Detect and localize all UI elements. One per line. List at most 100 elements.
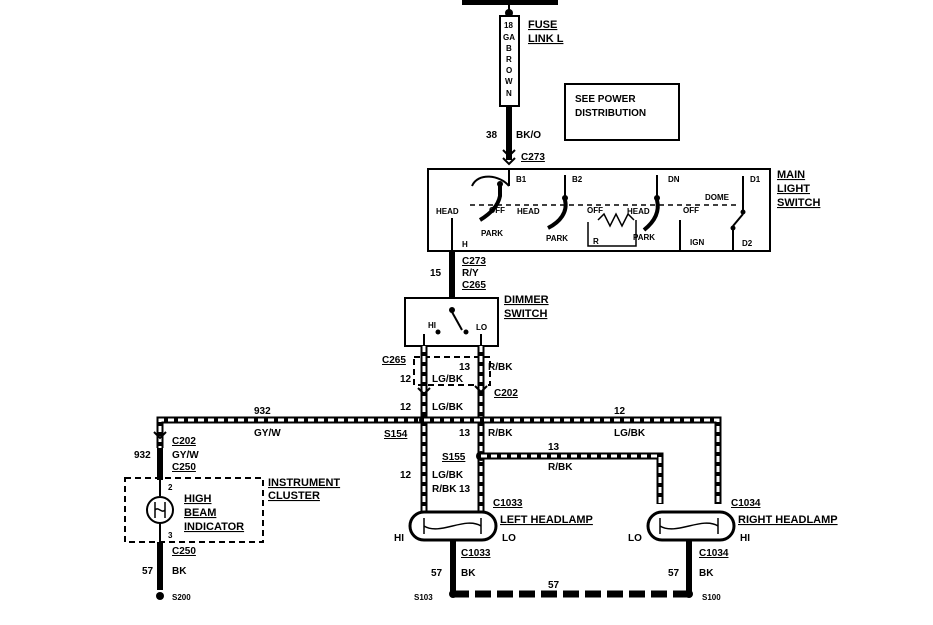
indicator-wire-color: GY/W [172,450,199,461]
c265-connector-box [413,356,491,386]
term-dn: DN [668,175,680,184]
right-hi: HI [740,533,750,544]
main-switch-title-3: SWITCH [777,197,820,209]
dimmer-hi: HI [428,321,436,330]
rbk-b: R/BK [488,428,513,439]
indicator-label-2: BEAM [184,507,216,519]
rbk-c: R/BK [432,484,457,495]
instrument-cluster-box [124,477,264,543]
w13-c: 13 [459,484,471,495]
term-d2: D2 [742,239,753,248]
indicator-wire-num: 932 [134,450,151,461]
dimmer-hi-contact [435,329,441,335]
wire-13-right-in [481,454,662,504]
fuse-letter-n: N [506,89,512,98]
b2-resistor [597,212,635,228]
w13-right-color: R/BK [548,462,573,473]
right-headlamp-filament [659,518,719,534]
dome-blade [732,213,744,227]
indicator-label-1: HIGH [184,493,212,505]
c202-left-connector [153,431,167,440]
c273-top-label: C273 [521,152,545,163]
s100-label: S100 [702,593,721,602]
left-headlamp-title: LEFT HEADLAMP [500,514,593,526]
w13-right-num: 13 [548,442,560,453]
b2-park: PARK [546,234,568,243]
c250-top-label: C250 [172,462,196,473]
term-r: R [593,237,599,246]
dn-blade [642,199,660,232]
right-ground-num: 57 [668,568,680,579]
w12-right-num: 12 [614,406,626,417]
s154-label: S154 [384,429,408,440]
dn-park: PARK [633,233,655,242]
c250-bottom-label: C250 [172,546,196,557]
fuse-title-2: LINK L [528,33,564,45]
b2-off: OFF [587,206,603,215]
b1-arc [471,175,510,187]
cluster-title-1: INSTRUMENT [268,477,340,489]
dimmer-lo: LO [476,323,487,332]
fuse-letter-w: W [505,77,513,86]
left-ground-num: 57 [431,568,443,579]
wire-932-num: 932 [254,406,271,417]
b2-head: HEAD [517,207,540,216]
w13-a: 13 [459,362,471,373]
c265-top-label: C265 [462,280,486,291]
w12-c: 12 [400,470,412,481]
fuse-letter-o: O [506,66,512,75]
left-headlamp-filament [423,518,482,534]
right-lo: LO [628,533,642,544]
term-h: H [462,240,468,249]
s200-splice [156,592,164,600]
c265-left-label: C265 [382,355,406,366]
dimmer-blade [451,311,463,331]
fuse-title-1: FUSE [528,19,557,31]
b1-head: HEAD [436,207,459,216]
fuse-letter-r: R [506,55,512,64]
term-b1: B1 [516,175,527,184]
term-b2: B2 [572,175,583,184]
left-conn: C1033 [461,548,491,559]
b1-off: OFF [489,206,505,215]
indicator-label-3: INDICATOR [184,521,244,533]
power-note-line-1: SEE POWER [575,94,636,105]
w12-a: 12 [400,374,412,385]
power-note-line-2: DISTRIBUTION [575,108,646,119]
right-ground-color: BK [699,568,714,579]
b1-blade [478,186,502,222]
dome-contact-1 [740,209,746,215]
c273-connector-top [502,149,516,166]
ground-bus-num: 57 [548,580,560,591]
c1034-top-label: C1034 [731,498,761,509]
right-conn: C1034 [699,548,729,559]
lgbk-c: LG/BK [432,470,464,481]
main-light-switch-box [427,168,771,252]
main-switch-title-2: LIGHT [777,183,810,195]
w12-b: 12 [400,402,412,413]
c202-mid-connector [417,385,488,396]
r-lead [587,220,637,247]
c202-left-label: C202 [172,436,196,447]
wire-932-color: GY/W [254,428,281,439]
cluster-title-2: CLUSTER [268,490,320,502]
wire-15-color: R/Y [462,268,479,279]
s103-label: S103 [414,593,433,602]
b1-park: PARK [481,229,503,238]
b1-pivot [497,181,503,187]
wire-38-num: 38 [486,130,498,141]
dome-contact-2 [730,225,736,231]
right-headlamp-title: RIGHT HEADLAMP [738,514,838,526]
indicator-ground-num: 57 [142,566,154,577]
left-hi: HI [394,533,404,544]
c1033-top-label: C1033 [493,498,523,509]
s200-label: S200 [172,593,191,602]
main-switch-title-1: MAIN [777,169,805,181]
wire-15-num: 15 [430,268,442,279]
term-d1: D1 [750,175,761,184]
b2-pivot [562,195,568,201]
rbk-a: R/BK [488,362,513,373]
power-note-box [564,83,680,141]
s155-label: S155 [442,452,466,463]
